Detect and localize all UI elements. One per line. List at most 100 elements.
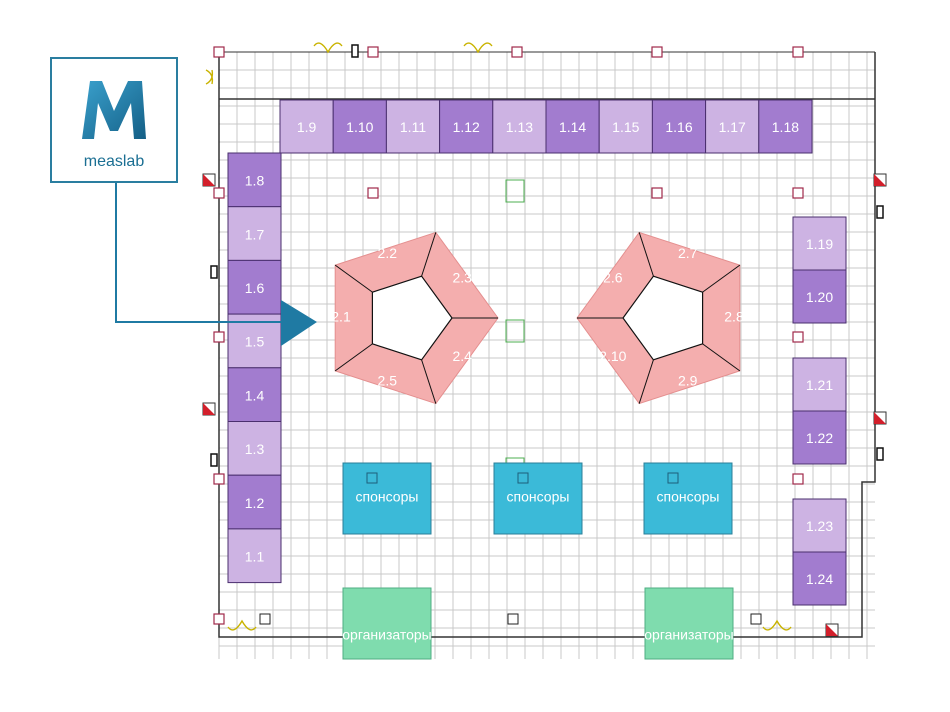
pentagon-divider: [334, 264, 373, 293]
booth-box: [598, 99, 653, 154]
pentagon-booth-label: 2.6: [603, 269, 623, 285]
booth-box: [492, 99, 547, 154]
booth-box: [758, 99, 813, 154]
pentagon-booth-label: 2.7: [678, 245, 698, 261]
booth-1-13: 1.13: [492, 99, 547, 154]
organizer-box: [644, 587, 734, 660]
booth-box: [227, 367, 282, 422]
booth-1-16: 1.16: [651, 99, 707, 154]
sponsor-zone: спонсоры: [493, 462, 583, 535]
booth-box: [792, 269, 847, 324]
pentagon-booth-label: 2.8: [724, 309, 744, 325]
booth-label: 1.15: [612, 119, 639, 135]
booth-box: [227, 152, 282, 208]
organizer-label: организаторы: [644, 627, 734, 643]
booth-1-2: 1.2: [227, 474, 282, 530]
logo-m-icon: [82, 81, 146, 139]
booth-1-24: 1.24: [792, 551, 847, 606]
sponsor-label: спонсоры: [657, 489, 720, 505]
socket-icon: [210, 265, 218, 279]
pillar-icon: [792, 331, 804, 343]
pillar-icon: [792, 473, 804, 485]
booth-label: 1.12: [453, 119, 480, 135]
wall-line: [218, 52, 876, 638]
fire-exit-mark: [826, 624, 838, 636]
logo-wordmark: measlab: [83, 153, 145, 170]
booth-box: [227, 313, 282, 369]
booth-1-18: 1.18: [758, 99, 813, 154]
booth-box: [792, 498, 847, 553]
door-icon: [205, 69, 214, 85]
pentagon-booth-label: 2.10: [599, 348, 626, 364]
pillar-icon: [792, 46, 804, 58]
booth-label: 1.19: [806, 236, 833, 252]
booth-box: [332, 99, 387, 154]
door-icon: [313, 42, 343, 54]
pentagon-booth-label: 2.3: [452, 269, 472, 285]
booth-label: 1.21: [806, 377, 833, 393]
pentagon-hole: [371, 275, 453, 361]
pillar-icon: [213, 46, 225, 58]
sponsor-box: [493, 462, 583, 535]
booth-label: 1.17: [719, 119, 746, 135]
pentagon-booth-label: 2.9: [678, 372, 698, 388]
booth-label: 1.11: [400, 119, 426, 135]
booth-1-12: 1.12: [439, 99, 494, 154]
booth-box: [279, 99, 334, 154]
pillar-icon: [213, 613, 225, 625]
booth-1-10: 1.10: [332, 99, 387, 154]
booth-label: 1.18: [772, 119, 799, 135]
booth-box: [227, 528, 282, 584]
logo-card: measlab: [50, 57, 178, 183]
fire-exit-icon: [202, 402, 216, 416]
fire-exit-mark: [874, 412, 886, 424]
pentagon-divider: [638, 232, 654, 277]
pillar-icon: [213, 473, 225, 485]
door-swing: [762, 619, 792, 631]
booth-label: 1.16: [665, 119, 692, 135]
booth-box: [227, 421, 282, 476]
sponsor-zone: спонсоры: [342, 462, 432, 535]
equipment-icon: [750, 613, 762, 625]
booth-box: [792, 357, 847, 412]
equipment-icon: [259, 613, 271, 625]
fire-exit-icon: [873, 173, 887, 187]
pillar-icon: [213, 331, 225, 343]
booth-box: [227, 474, 282, 530]
pentagon-booth-label: 2.2: [378, 245, 398, 261]
booth-label: 1.4: [245, 387, 265, 403]
booth-1-23: 1.23: [792, 498, 847, 553]
booth-label: 1.22: [806, 430, 833, 446]
door-swing: [313, 42, 343, 54]
booth-1-11: 1.11: [385, 99, 441, 154]
pentagon-divider: [702, 264, 741, 293]
door-icon: [227, 619, 257, 631]
sponsor-label: спонсоры: [507, 489, 570, 505]
fire-exit-icon: [202, 173, 216, 187]
fire-exit-mark: [203, 403, 215, 415]
booth-1-22: 1.22: [792, 410, 847, 465]
booth-label: 1.7: [245, 226, 265, 242]
booth-label: 1.2: [245, 495, 265, 511]
pillar-icon: [517, 472, 529, 484]
pentagon-stand-right: 2.6 2.7 2.8 2.9 2.10: [576, 231, 744, 405]
pentagon-booth-label: 2.4: [452, 348, 472, 364]
booth-1-6: 1.6: [227, 259, 282, 315]
pillar-icon: [511, 46, 523, 58]
booth-1-17: 1.17: [705, 99, 760, 154]
booth-box: [439, 99, 494, 154]
pillar-icon: [667, 472, 679, 484]
booth-box: [792, 551, 847, 606]
booth-1-21: 1.21: [792, 357, 847, 412]
pentagon-divider: [702, 343, 741, 372]
booth-label: 1.24: [806, 571, 833, 587]
callout-line: [115, 183, 285, 323]
booth-label: 1.14: [559, 119, 586, 135]
socket-icon: [876, 205, 884, 219]
booth-1-3: 1.3: [227, 421, 282, 476]
booth-1-15: 1.15: [598, 99, 653, 154]
booth-box: [227, 259, 282, 315]
